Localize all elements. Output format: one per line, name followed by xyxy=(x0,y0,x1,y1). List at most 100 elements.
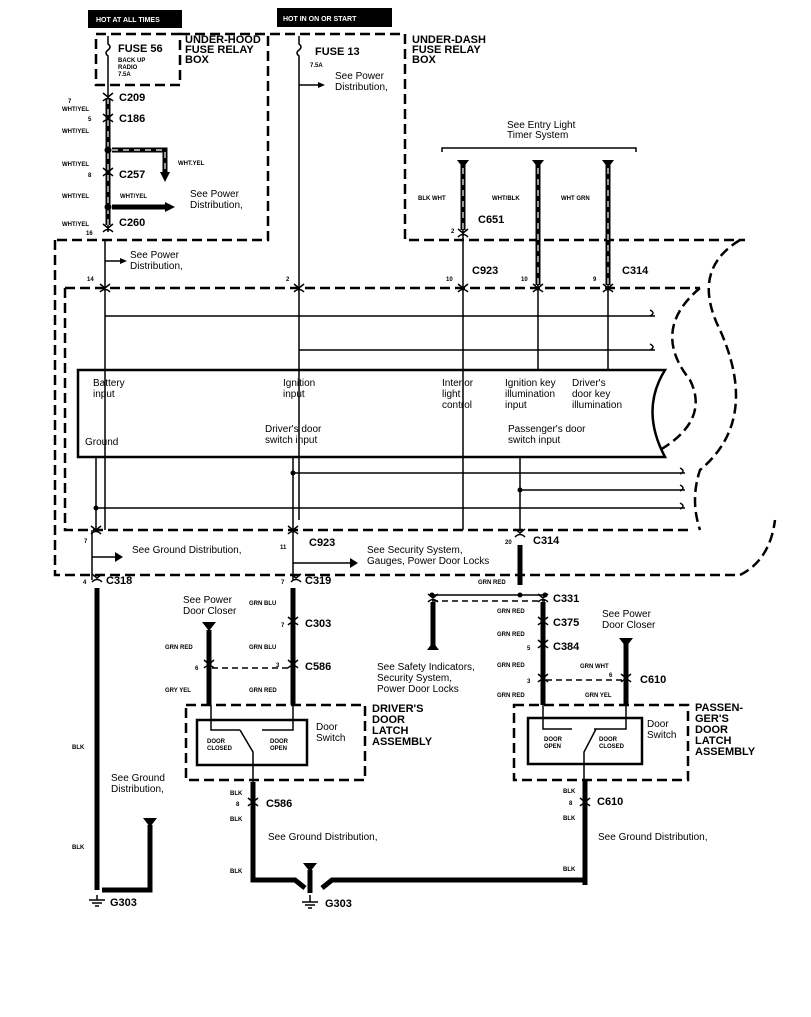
driver-latch-assembly xyxy=(184,703,367,782)
connector-label: C209 xyxy=(119,92,145,104)
connector-icon xyxy=(579,797,591,807)
pin-label: 2 xyxy=(286,277,290,283)
pin-label: 10 xyxy=(446,277,453,283)
power-door-closer-ref[interactable]: Door Closer xyxy=(183,606,237,617)
power-door-closer-ref[interactable]: See Power xyxy=(183,595,233,606)
pin-label: 14 xyxy=(87,277,94,283)
ground-distribution-ref[interactable]: See Ground Distribution, xyxy=(132,545,242,556)
connector-label: C257 xyxy=(119,169,145,181)
wire-color-label: WHT/YEL xyxy=(62,107,89,113)
fuse56-circuit: RADIO xyxy=(118,65,138,71)
connector-label: C314 xyxy=(622,265,649,277)
power-distribution-ref[interactable]: Distribution, xyxy=(130,261,183,272)
ignition-key-label: Ignition key xyxy=(505,378,556,389)
hot-in-on-badge xyxy=(277,8,392,27)
terminal-icon xyxy=(619,638,633,647)
connector-label: C260 xyxy=(119,217,145,229)
connector-label: C318 xyxy=(106,575,132,587)
door-open-label: DOOR xyxy=(544,737,563,743)
connector-icon xyxy=(537,593,549,603)
power-door-closer-ref[interactable]: See Power xyxy=(602,609,652,620)
power-distribution-ref[interactable]: See Power xyxy=(130,250,180,261)
power-distribution-ref[interactable]: Distribution, xyxy=(335,82,388,93)
connector-label: C186 xyxy=(119,113,145,125)
dash-region xyxy=(53,240,777,577)
connector-label: C923 xyxy=(309,537,335,549)
connector-icon xyxy=(102,167,114,177)
safety-ref[interactable]: Power Door Locks xyxy=(377,684,459,695)
connector-label: C923 xyxy=(472,265,498,277)
pin-label: 8 xyxy=(88,173,92,179)
module-outputs xyxy=(95,457,685,530)
hot-at-all-times-badge xyxy=(88,10,182,28)
control-module xyxy=(76,368,668,459)
connector-icon xyxy=(102,223,114,233)
wire-color-label: WHT.YEL xyxy=(178,161,205,167)
connector-icon xyxy=(457,228,469,238)
pin-label: 11 xyxy=(280,545,287,551)
pin-label: 8 xyxy=(236,802,240,808)
fuse13-label: FUSE 13 xyxy=(315,46,360,58)
power-distribution-ref[interactable]: Distribution, xyxy=(190,200,243,211)
splice-icon xyxy=(104,146,112,154)
fuse13-icon xyxy=(296,36,302,520)
door-switch-label: Switch xyxy=(316,733,345,744)
wire-color-label: GRN RED xyxy=(497,693,525,699)
connector-icon xyxy=(514,528,526,538)
ground-g303-label: G303 xyxy=(110,897,137,909)
wire-color-label: GRN RED xyxy=(165,645,193,651)
wire-color-label: GRN BLU xyxy=(249,601,276,607)
fuse56-circuit: BACK UP xyxy=(118,58,145,64)
connector-label: C586 xyxy=(305,661,331,673)
connector-icon xyxy=(203,659,215,669)
drivers-switch-label: Driver's door xyxy=(265,424,322,435)
hot-in-on-label: HOT IN ON OR START xyxy=(283,16,357,23)
interior-light-label: Interior xyxy=(442,378,474,389)
terminal-icon xyxy=(427,642,439,650)
terminal-icon xyxy=(303,863,317,872)
driver-latch-title: LATCH xyxy=(372,725,409,737)
connector-icon xyxy=(620,673,632,683)
ground-distribution-ref[interactable]: See Ground Distribution, xyxy=(598,832,708,843)
wire-color-label: WHT/YEL xyxy=(62,129,89,135)
connector-icon xyxy=(102,92,114,102)
pin-label: 10 xyxy=(521,277,528,283)
entry-light-ref[interactable]: Timer System xyxy=(507,130,568,141)
pin-label: 7 xyxy=(68,99,72,105)
door-open-label: DOOR xyxy=(270,739,289,745)
pin-label: 7 xyxy=(281,623,285,629)
security-ref[interactable]: See Security System, xyxy=(367,545,463,556)
connector-icon xyxy=(287,616,299,626)
security-ref[interactable]: Gauges, Power Door Locks xyxy=(367,556,489,567)
wire-color-label: BLK xyxy=(230,869,243,875)
entry-light-ref[interactable]: See Entry Light xyxy=(507,120,576,131)
connector-icon xyxy=(90,525,102,535)
driver-door-switch xyxy=(195,718,309,767)
connector-label: C331 xyxy=(553,593,579,605)
power-distribution-ref[interactable]: See Power xyxy=(190,189,240,200)
connector-icon xyxy=(247,797,259,807)
door-closed-label: CLOSED xyxy=(207,746,233,752)
ignition-input-label: Ignition xyxy=(283,378,315,389)
power-door-closer-ref[interactable]: Door Closer xyxy=(602,620,656,631)
connector-icon xyxy=(293,283,305,293)
connector-label: C586 xyxy=(266,798,292,810)
wire-color-label: GRN WHT xyxy=(580,664,609,670)
wire-color-label: GRN RED xyxy=(497,609,525,615)
arrow-icon xyxy=(160,172,170,182)
ground-distribution-ref[interactable]: See Ground Distribution, xyxy=(268,832,378,843)
connector-label: C303 xyxy=(305,618,331,630)
door-closed-label: DOOR xyxy=(207,739,226,745)
dash-region xyxy=(693,238,741,531)
wire-color-label: BLK xyxy=(563,816,576,822)
ground-distribution-ref[interactable]: Distribution, xyxy=(111,784,164,795)
pin-label: 3 xyxy=(527,679,531,685)
safety-ref[interactable]: Security System, xyxy=(377,673,452,684)
ignition-key-label: illumination xyxy=(505,389,555,400)
safety-ref[interactable]: See Safety Indicators, xyxy=(377,662,475,673)
wire-color-label: WHT/YEL xyxy=(62,194,89,200)
power-distribution-ref[interactable]: See Power xyxy=(335,71,385,82)
ground-distribution-ref[interactable]: See Ground xyxy=(111,773,165,784)
entry-light-bracket xyxy=(441,147,637,152)
